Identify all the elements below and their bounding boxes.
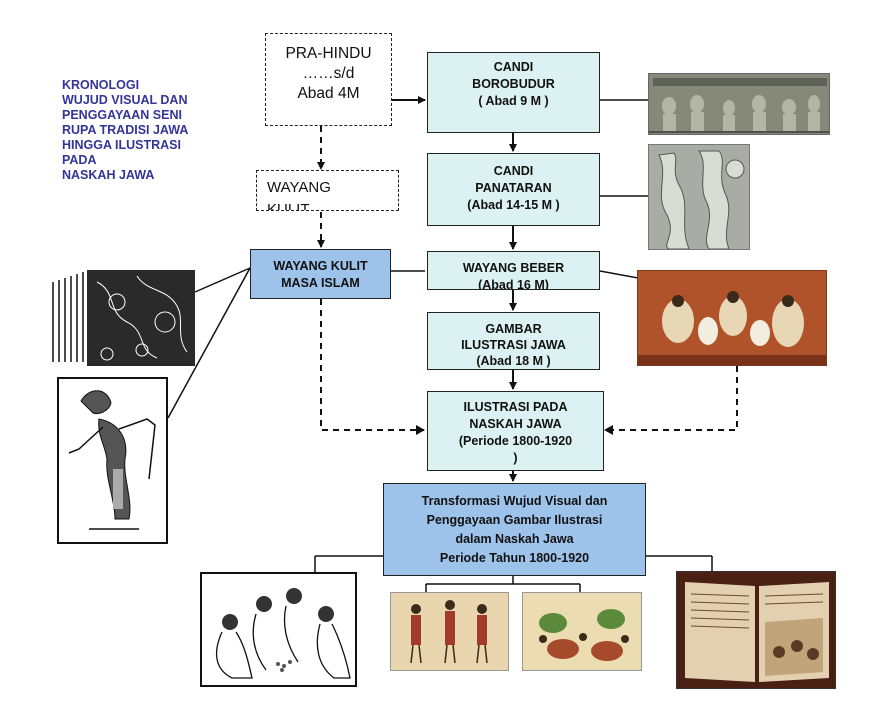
node-line: (Abad 16 M) [478,278,549,290]
node-line: WAYANG [267,179,331,196]
node-line: WAYANG KULIT [273,259,368,273]
node-line: Transformasi Wujud Visual dan [421,494,608,508]
node-wayang-kulit: WAYANG KULIT [256,170,399,211]
node-line: ) [513,451,518,465]
node-wayang-kulit-masa-islam: WAYANG KULIT MASA ISLAM [250,249,391,299]
node-ilustrasi-pada-naskah-jawa: ILUSTRASI PADA NASKAH JAWA (Periode 1800… [427,391,604,471]
node-line: Penggayaan Gambar Ilustrasi [426,513,603,527]
node-line: PANATARAN [475,181,552,195]
node-line: GAMBAR [485,322,542,336]
node-gambar-ilustrasi-jawa: GAMBAR ILUSTRASI JAWA (Abad 18 M ) [427,312,600,370]
node-line: CANDI [493,60,534,74]
node-line: ILUSTRASI PADA [463,400,568,414]
node-line: PRA-HINDU [285,45,372,62]
node-line: Abad 4M [297,85,360,102]
node-line: dalam Naskah Jawa [455,532,574,546]
node-line: KULIT [267,201,310,211]
node-candi-borobudur: CANDI BOROBUDUR ( Abad 9 M ) [427,52,600,133]
manuscript-figures-image [390,592,509,671]
node-line: ……s/d [302,65,355,82]
borobudur-relief-image [648,73,830,135]
node-line: BOROBUDUR [472,77,555,91]
node-line: NASKAH JAWA [469,417,562,431]
node-line: (Periode 1800-1920 [458,434,573,448]
node-line: MASA ISLAM [281,276,360,290]
node-line: ILUSTRASI JAWA [461,338,566,352]
node-transformasi-wujud-visual: Transformasi Wujud Visual dan Penggayaan… [383,483,646,576]
manuscript-battle-scene-image [522,592,642,671]
node-wayang-beber: WAYANG BEBER (Abad 16 M) [427,251,600,290]
wayang-beber-painting-image [637,270,827,366]
panataran-relief-image [648,144,750,250]
node-line: CANDI [493,164,534,178]
node-line: WAYANG BEBER [462,261,565,275]
wayang-kulit-manuscript-image [47,262,195,368]
node-line: (Abad 18 M ) [476,354,551,368]
wayang-puppet-drawing-image [57,377,168,544]
node-candi-panataran: CANDI PANATARAN (Abad 14-15 M ) [427,153,600,226]
node-pra-hindu: PRA-HINDU ……s/d Abad 4M [265,33,392,126]
women-gathering-drawing-image [200,572,357,687]
node-line: Periode Tahun 1800-1920 [439,551,590,565]
node-line: (Abad 14-15 M ) [467,198,560,212]
diagram-title: KRONOLOGI WUJUD VISUAL DAN PENGGAYAAN SE… [62,78,189,182]
node-line: ( Abad 9 M ) [478,94,549,108]
open-manuscript-book-image [676,571,836,689]
